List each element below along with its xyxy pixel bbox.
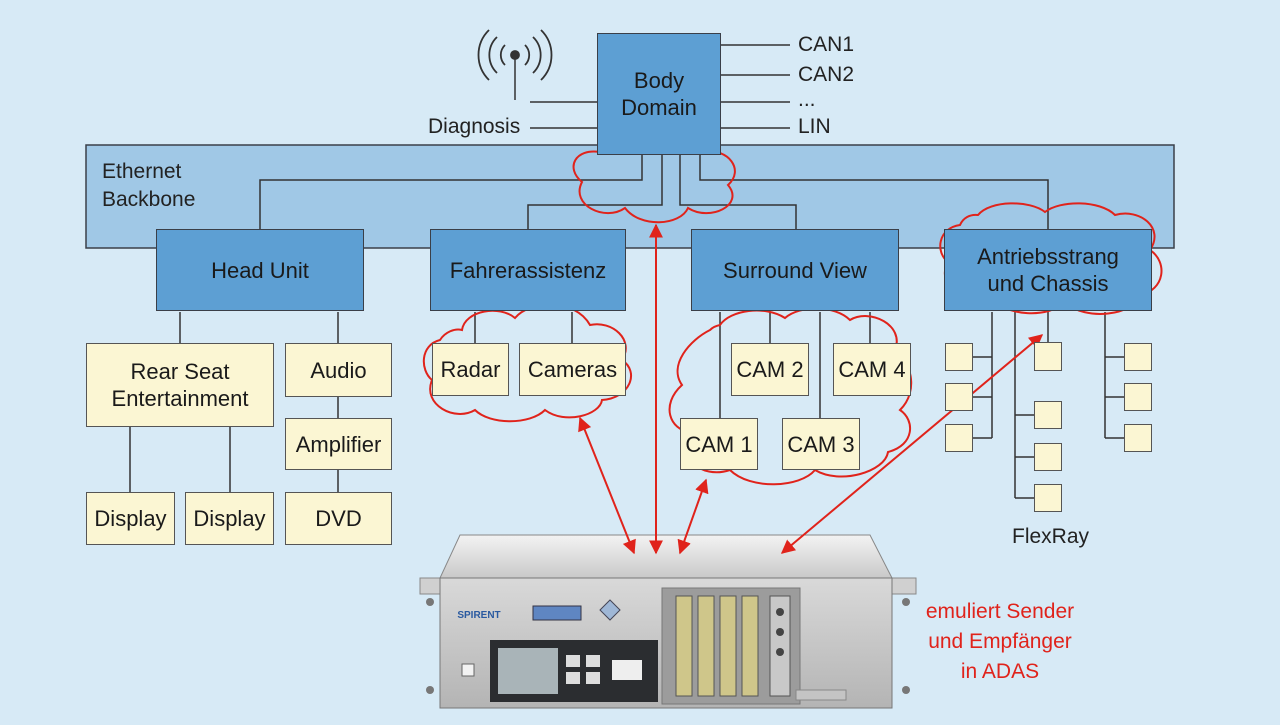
flexray-node xyxy=(1124,343,1152,371)
flexray-label: FlexRay xyxy=(1012,525,1090,548)
backbone-links xyxy=(259,155,1049,230)
can2-label: CAN2 xyxy=(798,63,855,86)
head-unit-label: Head Unit xyxy=(211,257,309,283)
cam3-label: CAM 3 xyxy=(787,431,855,457)
flexray-node xyxy=(945,343,973,371)
surround-view-box: Surround View xyxy=(691,229,899,311)
flexray-node xyxy=(1034,401,1062,429)
cameras-label: Cameras xyxy=(527,357,618,382)
emulator-device xyxy=(419,534,917,709)
cam3-box: CAM 3 xyxy=(782,418,860,470)
flexray-node xyxy=(1034,443,1062,471)
cam1-label: CAM 1 xyxy=(685,431,753,457)
radar-label: Radar xyxy=(440,357,501,382)
emulation-arrows xyxy=(578,223,1044,555)
display-box-2: Display xyxy=(185,492,274,545)
emulator-caption: emuliert Sender und Empfänger in ADAS xyxy=(900,596,1100,688)
antriebsstrang-line2: und Chassis xyxy=(987,271,1109,296)
cam2-box: CAM 2 xyxy=(731,343,809,396)
fahrerassistenz-box: Fahrerassistenz xyxy=(430,229,626,311)
cam1-box: CAM 1 xyxy=(680,418,758,470)
flexray-node xyxy=(945,383,973,411)
flexray-node xyxy=(1124,383,1152,411)
emulator-caption-line1: emuliert Sender xyxy=(925,600,1075,623)
amplifier-box: Amplifier xyxy=(285,418,392,470)
display-box-1: Display xyxy=(86,492,175,545)
dvd-box: DVD xyxy=(285,492,392,545)
lin-label: LIN xyxy=(798,115,831,138)
body-domain-box: Body Domain xyxy=(597,33,721,155)
surround-view-label: Surround View xyxy=(723,257,867,283)
display-label-1: Display xyxy=(94,506,167,531)
flexray-node xyxy=(1034,342,1062,371)
audio-label: Audio xyxy=(310,357,367,383)
antriebsstrang-line1: Antriebsstrang xyxy=(977,244,1119,269)
antenna-icon xyxy=(477,29,553,81)
cameras-box: Cameras xyxy=(519,343,626,396)
backbone-label-line1: Ethernet xyxy=(102,160,182,183)
flexray-node xyxy=(1034,484,1062,512)
emulator-caption-line2: und Empfänger xyxy=(928,630,1072,653)
radar-box: Radar xyxy=(432,343,509,396)
body-domain-line2: Domain xyxy=(621,95,697,120)
body-domain-line1: Body xyxy=(633,68,685,93)
dvd-label: DVD xyxy=(315,506,362,531)
backbone-label-line2: Backbone xyxy=(102,188,196,211)
audio-box: Audio xyxy=(285,343,392,397)
flexray-node xyxy=(1124,424,1152,452)
amplifier-label: Amplifier xyxy=(295,431,382,457)
rear-seat-line2: Entertainment xyxy=(111,386,249,411)
emulator-caption-line3: in ADAS xyxy=(960,660,1040,683)
cam4-box: CAM 4 xyxy=(833,343,911,396)
body-domain-links xyxy=(514,44,790,129)
rear-seat-entertainment-box: Rear Seat Entertainment xyxy=(86,343,274,427)
device-brand: SPIRENT xyxy=(457,610,501,621)
flexray-node xyxy=(945,424,973,452)
ellipsis-label: ... xyxy=(798,88,816,111)
fahrerassistenz-label: Fahrerassistenz xyxy=(449,257,607,283)
display-label-2: Display xyxy=(193,506,266,531)
rear-seat-line1: Rear Seat xyxy=(130,359,230,384)
antriebsstrang-box: Antriebsstrang und Chassis xyxy=(944,229,1152,311)
head-unit-box: Head Unit xyxy=(156,229,364,311)
tree-links xyxy=(129,312,1124,499)
cam2-label: CAM 2 xyxy=(736,357,804,382)
can1-label: CAN1 xyxy=(798,33,855,56)
cam4-label: CAM 4 xyxy=(838,357,906,382)
diagnosis-label: Diagnosis xyxy=(428,115,521,138)
